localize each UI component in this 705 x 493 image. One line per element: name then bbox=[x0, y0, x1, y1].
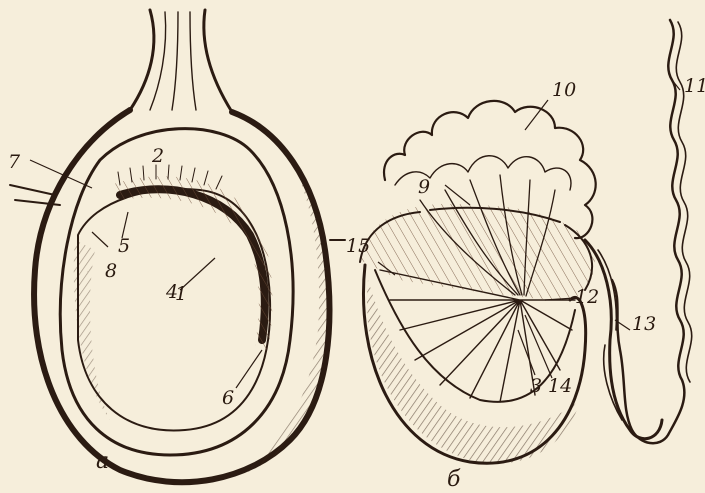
cord-fibers bbox=[150, 12, 196, 110]
leader-10 bbox=[525, 100, 548, 130]
label-7: 7 bbox=[8, 151, 21, 173]
panel-label-b: б bbox=[447, 467, 461, 492]
cord-right-line bbox=[204, 10, 232, 112]
leader-9 bbox=[445, 185, 470, 205]
leader-14 bbox=[525, 315, 552, 378]
label-13: 13 bbox=[632, 313, 656, 335]
label-8: 8 bbox=[105, 260, 117, 282]
panel-b-epididymis bbox=[585, 240, 662, 439]
label-11: 11 bbox=[684, 75, 705, 97]
label-12: 12 bbox=[575, 286, 599, 308]
cord-left-line bbox=[130, 10, 154, 110]
panel-b-sphere-shading bbox=[367, 280, 580, 464]
vas-deferens bbox=[612, 20, 684, 443]
label-4: 4 bbox=[165, 281, 178, 303]
leader-8 bbox=[92, 232, 108, 247]
label-15: 15 bbox=[346, 235, 370, 257]
label-14: 14 bbox=[548, 375, 572, 397]
label-9: 9 bbox=[418, 176, 430, 198]
label-6: 6 bbox=[222, 387, 234, 409]
leader-6 bbox=[236, 350, 262, 388]
panel-label-a: а bbox=[96, 449, 109, 474]
label-3: 3 bbox=[530, 375, 542, 397]
label-5: 5 bbox=[118, 235, 130, 257]
label-10: 10 bbox=[552, 79, 576, 101]
epididymis-texture bbox=[110, 176, 272, 350]
panel-b-drawing bbox=[360, 20, 692, 464]
label-2: 2 bbox=[151, 145, 164, 167]
panel-a-drawing bbox=[10, 10, 345, 482]
